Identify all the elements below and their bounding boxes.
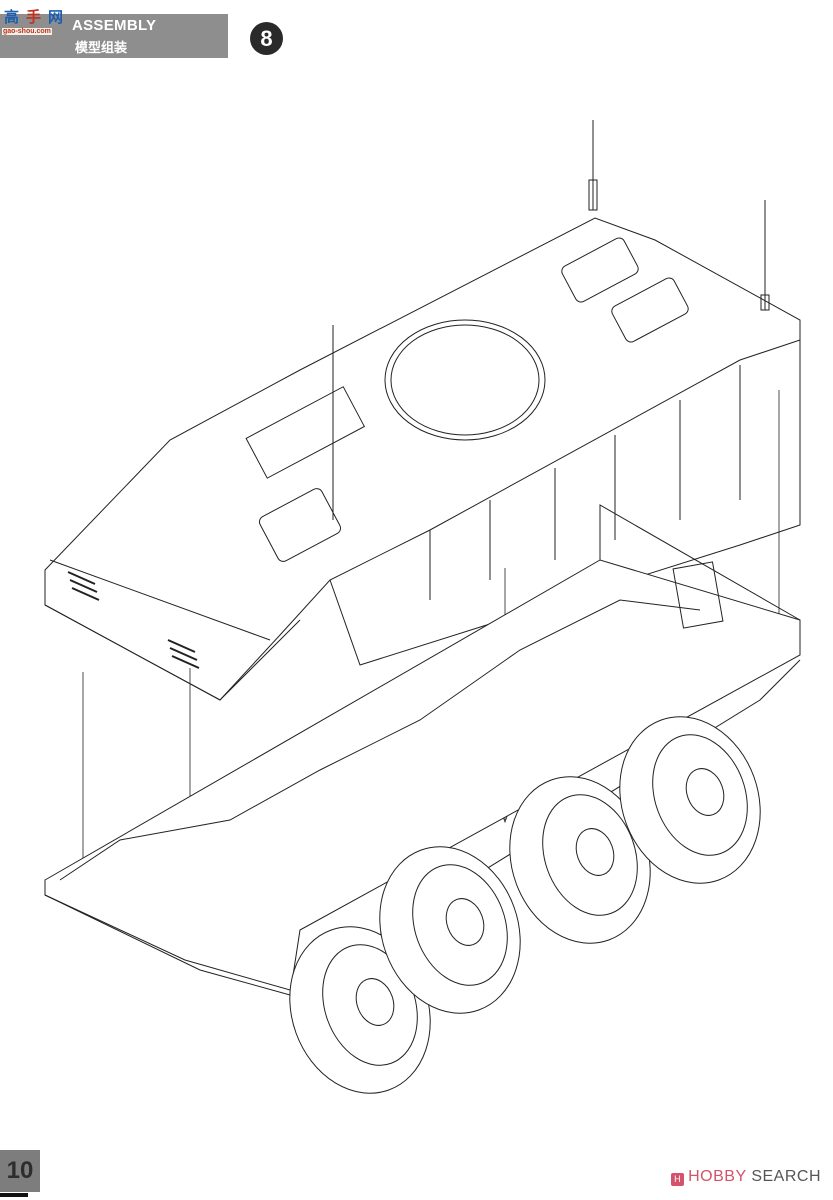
wheels [289, 716, 761, 1094]
wheel [619, 716, 761, 884]
upper-hull [44, 217, 801, 701]
lower-hull [44, 504, 801, 996]
section-subtitle: 模型组装 [75, 40, 128, 55]
site-watermark: 高 手 网 gao-shou.com [2, 6, 68, 36]
section-title: ASSEMBLY [72, 17, 157, 34]
wheel [509, 776, 651, 944]
wheel [379, 846, 521, 1014]
step-number-badge: 8 [250, 22, 283, 55]
brand-hobby-text: HOBBY [688, 1168, 747, 1185]
page-number-shadow [0, 1193, 28, 1197]
watermark-logo-icon: 手 [26, 9, 42, 26]
antennas [332, 120, 770, 520]
wheel [289, 926, 431, 1094]
watermark-url: gao-shou.com [2, 28, 52, 35]
hobby-search-logo-icon: H [671, 1173, 685, 1186]
watermark-char: 网 [48, 9, 64, 26]
brand-search-text: SEARCH [751, 1168, 821, 1185]
assembly-drawing [44, 120, 801, 1094]
page-number: 10 [0, 1150, 40, 1192]
watermark-char: 高 [4, 9, 20, 26]
section-header-bar [0, 14, 228, 58]
